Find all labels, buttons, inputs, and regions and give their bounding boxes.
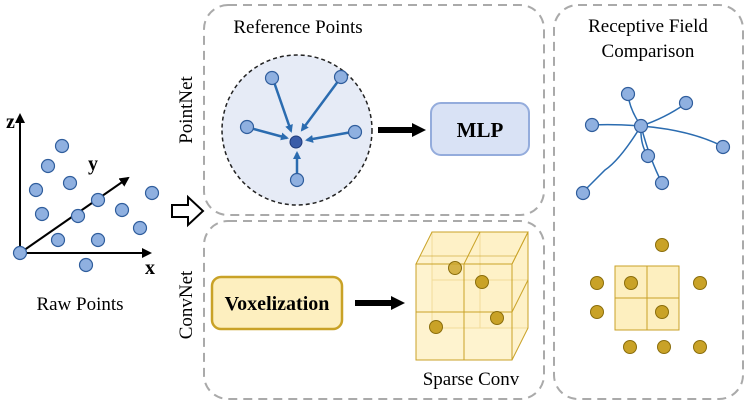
rf-point	[633, 118, 649, 134]
hollow-arrow-icon	[171, 194, 205, 228]
neighbor-points	[239, 69, 363, 188]
receptive-field-title-line2: Comparison	[602, 41, 695, 62]
convnet-panel	[203, 220, 545, 400]
rf-voxel-point	[590, 305, 604, 319]
raw-point	[144, 185, 160, 201]
neighbor-point	[239, 119, 255, 135]
raw-point	[28, 182, 44, 198]
voxelization-label: Voxelization	[225, 293, 330, 315]
reference-points-title: Reference Points	[233, 17, 362, 38]
center-reference-point	[289, 135, 303, 149]
neighbor-point	[264, 70, 280, 86]
pointnet-panel	[203, 4, 545, 216]
voxel-points	[429, 261, 504, 334]
rf-voxel-point	[693, 276, 707, 290]
voxelization-box	[210, 275, 344, 331]
rf-point	[575, 185, 591, 201]
neighbor-arrows	[249, 79, 353, 177]
axis-y-label: y	[88, 153, 98, 175]
rf-point	[678, 95, 694, 111]
voxel-point	[429, 320, 443, 334]
voxel-point	[475, 275, 489, 289]
convnet-side-label: ConvNet	[176, 270, 197, 339]
receptive-field-panel	[553, 4, 744, 400]
neighbor-point	[289, 172, 305, 188]
rf-voxel-point	[623, 340, 637, 354]
rf-point	[640, 148, 656, 164]
raw-point	[40, 158, 56, 174]
rf-voxel-point	[624, 276, 638, 290]
raw-point	[34, 206, 50, 222]
neighbor-point	[347, 124, 363, 140]
rf-voxel-point	[590, 276, 604, 290]
voxel-point	[448, 261, 462, 275]
mlp-label: MLP	[457, 118, 504, 142]
raw-point	[90, 232, 106, 248]
mlp-box	[430, 102, 530, 156]
rf-voxel-point	[693, 340, 707, 354]
rf-voxel-point	[657, 340, 671, 354]
receptive-field-title-line1: Receptive Field	[588, 16, 708, 37]
voxel-cube	[415, 231, 529, 361]
rf-point	[654, 175, 670, 191]
reference-neighborhood-circle	[221, 54, 373, 206]
raw-point	[70, 208, 86, 224]
pointnet-side-label: PointNet	[176, 76, 197, 144]
raw-point-cloud	[12, 138, 160, 273]
raw-points-caption: Raw Points	[36, 294, 123, 315]
rf-point	[620, 86, 636, 102]
sparse-conv-label: Sparse Conv	[423, 369, 520, 390]
rf-point	[584, 117, 600, 133]
voxel-point	[490, 311, 504, 325]
axis-x-label: x	[145, 257, 155, 279]
pointnet-receptive-field	[575, 86, 731, 201]
axis-z-label: z	[6, 111, 15, 133]
raw-point	[132, 220, 148, 236]
rf-point	[715, 139, 731, 155]
rf-voxel-point	[655, 238, 669, 252]
convnet-receptive-field	[590, 238, 707, 354]
raw-point	[50, 232, 66, 248]
raw-point	[114, 202, 130, 218]
raw-point	[78, 257, 94, 273]
raw-point	[12, 245, 28, 261]
rf-voxel-point	[655, 305, 669, 319]
raw-point	[54, 138, 70, 154]
neighbor-point	[333, 69, 349, 85]
raw-point	[90, 192, 106, 208]
raw-point	[62, 175, 78, 191]
